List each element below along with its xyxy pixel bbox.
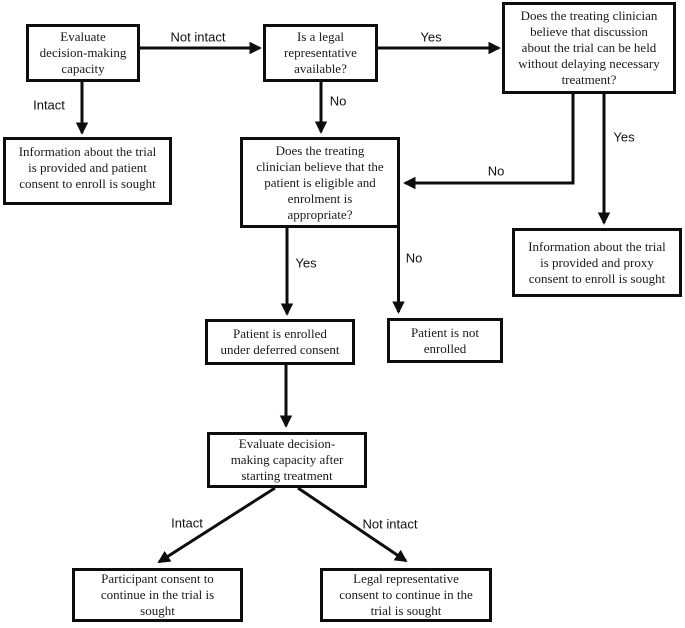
edge-label-yes-legal-rep: Yes <box>420 29 442 45</box>
node-participant-consent-continue: Participant consent to continue in the t… <box>72 568 243 622</box>
node-proxy-consent-sought: Information about the trial is provided … <box>512 228 682 297</box>
node-evaluate-capacity: Evaluate decision-making capacity <box>26 24 140 82</box>
edge-label-no-legal-rep: No <box>329 93 347 109</box>
edge-label-intact-left: Intact <box>33 97 65 113</box>
arrow-after-not-intact <box>297 486 408 563</box>
edge-label-not-intact-after: Not intact <box>362 516 418 532</box>
node-legal-rep-available: Is a legal representative available? <box>263 24 378 82</box>
node-evaluate-capacity-after-treatment: Evaluate decision- making capacity after… <box>207 432 367 488</box>
node-discussion-without-delay: Does the treating clinician believe that… <box>502 2 676 94</box>
edge-label-no-eligible: No <box>405 250 423 266</box>
node-eligibility-appropriate: Does the treating clinician believe that… <box>240 137 400 228</box>
node-enrolled-deferred-consent: Patient is enrolled under deferred conse… <box>205 319 355 365</box>
edge-label-not-intact-top: Not intact <box>170 29 226 45</box>
edge-label-intact-after: Intact <box>171 515 203 531</box>
edge-label-no-discussion: No <box>487 163 505 179</box>
node-legal-rep-consent-continue: Legal representative consent to continue… <box>320 568 492 622</box>
arrow-discussion-no <box>403 94 575 190</box>
edge-label-yes-eligible: Yes <box>295 255 317 271</box>
node-patient-consent-sought: Information about the trial is provided … <box>3 137 172 205</box>
node-not-enrolled: Patient is not enrolled <box>387 318 503 363</box>
arrow-after-intact <box>157 486 276 564</box>
edge-label-yes-discussion: Yes <box>613 129 635 145</box>
